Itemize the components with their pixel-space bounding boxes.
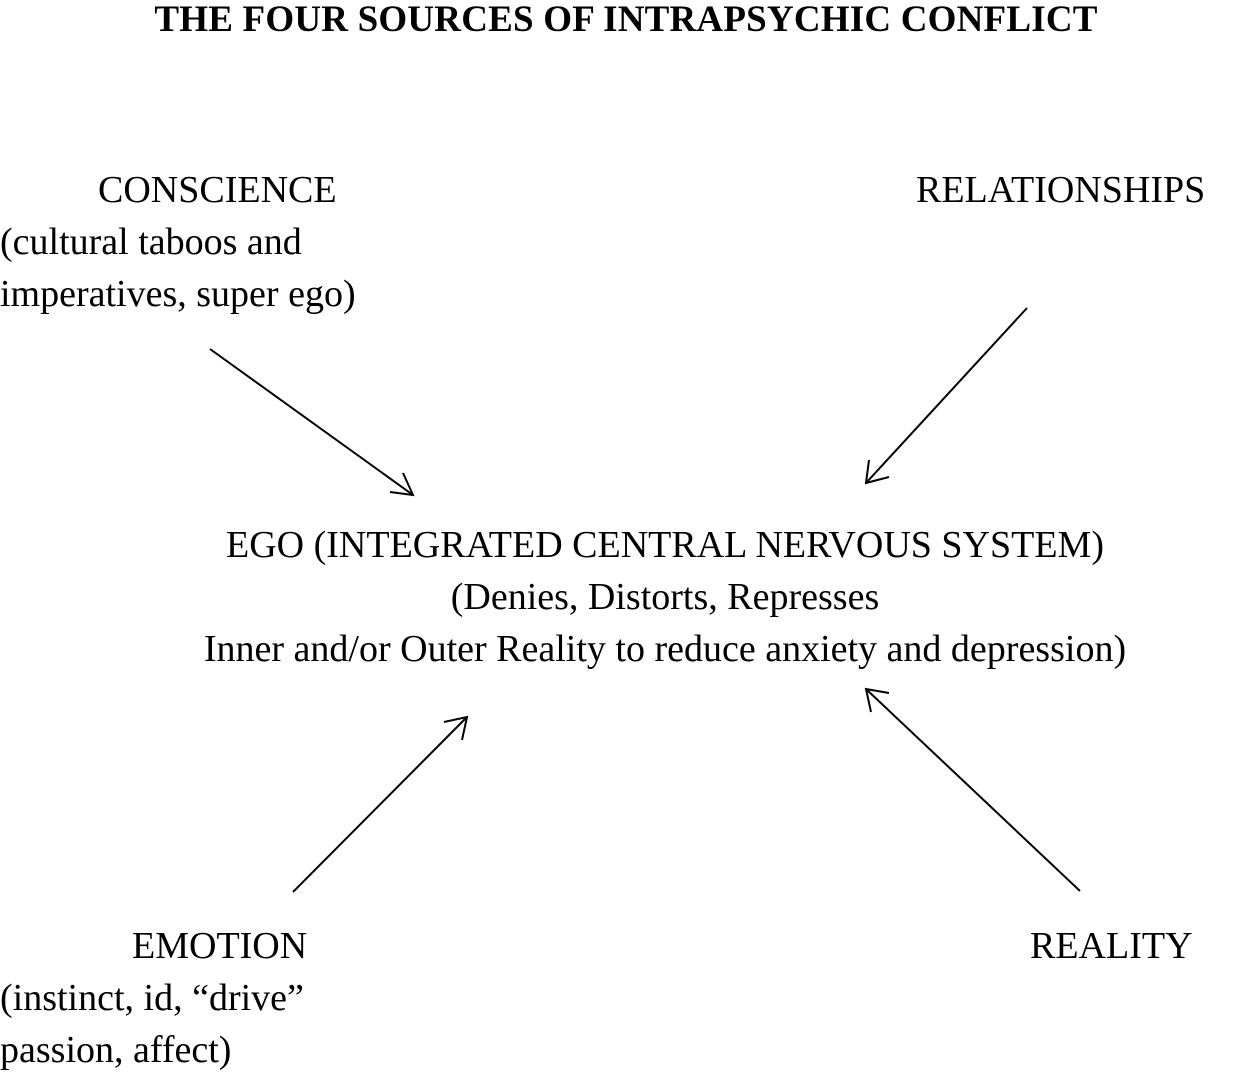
ego-node: EGO (INTEGRATED CENTRAL NERVOUS SYSTEM) … xyxy=(100,519,1230,675)
reality-heading: REALITY xyxy=(1030,925,1193,967)
ego-detail-line-2: Inner and/or Outer Reality to reduce anx… xyxy=(203,628,1127,670)
relationships-node: RELATIONSHIPS xyxy=(916,164,1205,216)
relationships-heading: RELATIONSHIPS xyxy=(916,169,1206,211)
emotion-heading: EMOTION xyxy=(132,925,308,967)
conscience-detail-line-2: imperatives, super ego) xyxy=(0,273,356,315)
ego-detail-line-1: (Denies, Distorts, Represses xyxy=(450,576,880,618)
arrow-relationships-to-ego xyxy=(864,307,1028,485)
emotion-node: EMOTION (instinct, id, “drive” passion, … xyxy=(0,920,307,1076)
reality-node: REALITY xyxy=(1030,920,1193,972)
conscience-node: CONSCIENCE (cultural taboos and imperati… xyxy=(0,164,356,320)
diagram-title: THE FOUR SOURCES OF INTRAPSYCHIC CONFLIC… xyxy=(154,0,1098,40)
emotion-detail-line-1: (instinct, id, “drive” xyxy=(0,977,304,1019)
arrow-reality-to-ego xyxy=(864,687,1081,892)
conscience-heading: CONSCIENCE xyxy=(98,169,337,211)
conscience-detail-line-1: (cultural taboos and xyxy=(0,221,302,263)
arrow-emotion-to-ego xyxy=(292,715,469,893)
ego-heading: EGO (INTEGRATED CENTRAL NERVOUS SYSTEM) xyxy=(226,524,1104,566)
arrow-conscience-to-ego xyxy=(209,348,415,497)
emotion-detail-line-2: passion, affect) xyxy=(0,1029,232,1071)
